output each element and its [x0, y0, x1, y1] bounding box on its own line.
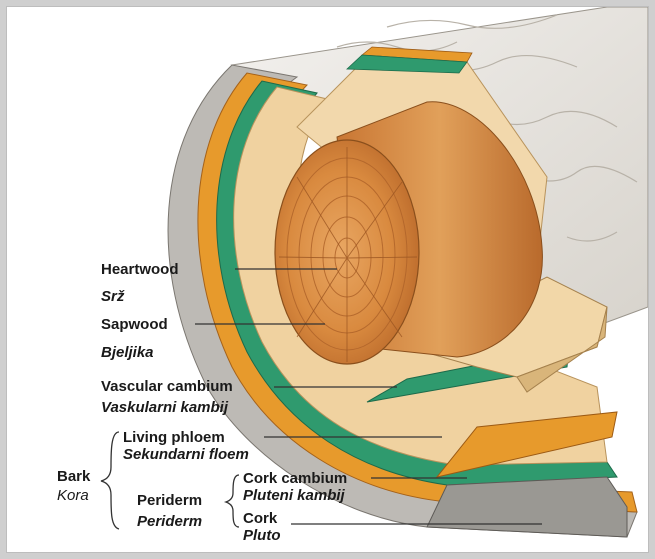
cork-layer-wedge	[427, 477, 627, 537]
vascular-cambium-label: Vascular cambium	[101, 378, 233, 395]
cork-label-hr: Pluto	[243, 527, 281, 544]
periderm-label: Periderm	[137, 492, 202, 509]
vascular-cambium-label-hr: Vaskularni kambij	[101, 399, 228, 416]
sapwood-label: Sapwood	[101, 316, 168, 333]
bark-label: Bark	[57, 468, 90, 485]
heartwood-label-hr: Srž	[101, 288, 124, 305]
bark-bracket	[101, 432, 119, 529]
periderm-label-hr: Periderm	[137, 513, 202, 530]
living-phloem-label-hr: Sekundarni floem	[123, 446, 249, 463]
living-phloem-label: Living phloem	[123, 429, 225, 446]
heartwood-label: Heartwood	[101, 261, 179, 278]
sapwood-label-hr: Bjeljika	[101, 344, 154, 361]
bark-label-hr: Kora	[57, 487, 89, 504]
cork-label: Cork	[243, 510, 277, 527]
cork-cambium-label: Cork cambium	[243, 470, 347, 487]
diagram-frame: Heartwood Srž Sapwood Bjeljika Vascular …	[6, 6, 649, 553]
cork-cambium-label-hr: Pluteni kambij	[243, 487, 345, 504]
periderm-bracket	[226, 475, 239, 527]
